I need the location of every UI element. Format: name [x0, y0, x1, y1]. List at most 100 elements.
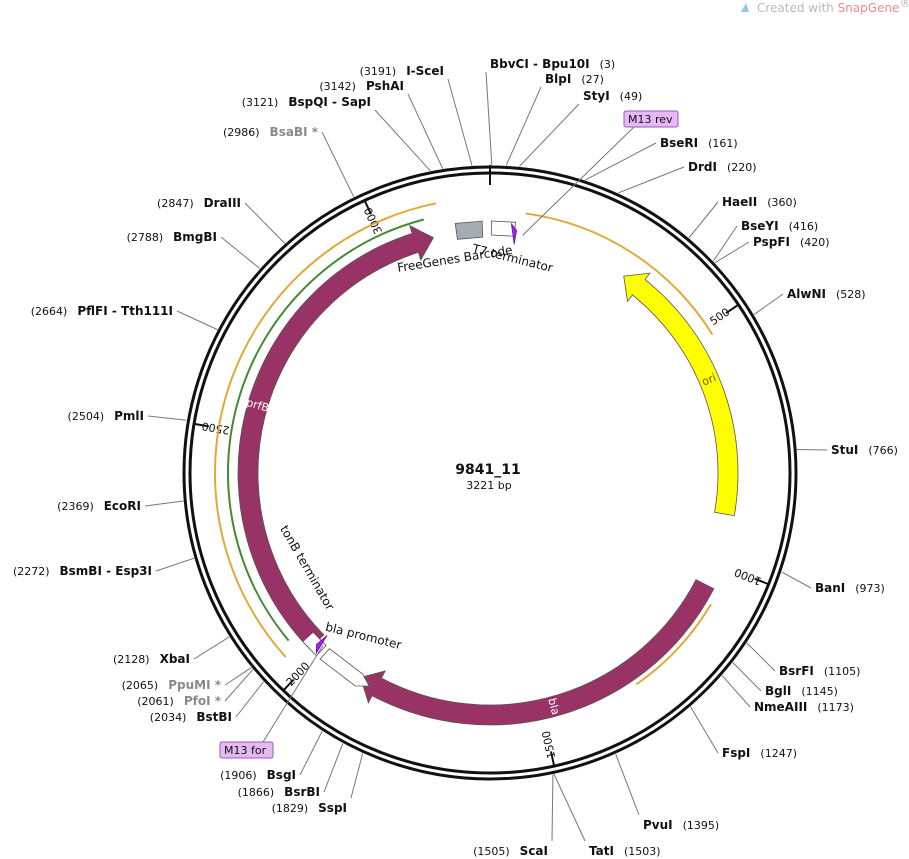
enzyme-name: NmeAIII	[754, 700, 807, 714]
enzyme-label-styi: StyI(49)	[583, 89, 642, 103]
enzyme-site-bmgbi[interactable]: (2788)BmgBI	[127, 230, 217, 244]
enzyme-labels: BbvCI - Bpu10I(3)BlpI(27) StyI(49) BseRI (1…	[13, 57, 898, 858]
enzyme-site-pfoi[interactable]: (2061)PfoI *	[137, 694, 221, 708]
primer-site-marker	[315, 635, 328, 655]
enzyme-site-pshai[interactable]: (3142)PshAI	[319, 79, 404, 93]
leader-line-sspi	[350, 753, 364, 799]
primer-label: M13 rev	[628, 113, 673, 126]
enzyme-label-bsrfi: BsrFI(1105)	[779, 664, 860, 678]
enzyme-label-bsgi: (1906)BsgI	[220, 768, 296, 782]
enzyme-name: BspQI - SapI	[288, 95, 371, 109]
enzyme-position: (1173)	[817, 701, 854, 714]
enzyme-site-bsgi[interactable]: (1906)BsgI	[220, 768, 296, 782]
svg-text:Created with SnapGene®: Created with SnapGene®	[757, 0, 909, 15]
enzyme-name: PpuMI *	[168, 678, 222, 692]
enzyme-site-haeii[interactable]: HaeII(360)	[722, 195, 797, 209]
enzyme-site-blpi[interactable]: BlpI(27)	[545, 72, 604, 86]
enzyme-site-bseyi[interactable]: BseYI(416)	[741, 219, 818, 233]
enzyme-site-bstbi[interactable]: (2034)BstBI	[150, 710, 232, 724]
enzyme-position: (1247)	[760, 747, 797, 760]
feature-label-prfb: prfB	[245, 396, 271, 415]
enzyme-name: BsmBI - Esp3I	[60, 564, 152, 578]
orf-line-0	[214, 202, 437, 658]
leader-line-haeii	[688, 201, 719, 239]
enzyme-site-scai[interactable]: (1505) ScaI	[473, 844, 548, 858]
enzyme-label-drdi: DrdI(220)	[688, 160, 757, 174]
enzyme-site-alwni[interactable]: AlwNI(528)	[787, 287, 866, 301]
enzyme-site-bsrbi[interactable]: (1866)BsrBI	[238, 785, 320, 799]
leader-line-pshai	[407, 93, 444, 169]
enzyme-site-sspi[interactable]: (1829)SspI	[272, 801, 347, 815]
enzyme-label-bseri: BseRI (161)	[660, 136, 738, 150]
enzyme-site-bsrfi[interactable]: BsrFI(1105)	[779, 664, 860, 678]
enzyme-label-bmgbi: (2788)BmgBI	[127, 230, 217, 244]
enzyme-site-fspi[interactable]: FspI(1247)	[722, 746, 797, 760]
primer-m13-rev[interactable]: M13 rev	[522, 110, 679, 236]
leader-line-ppumi	[224, 667, 252, 686]
primer-m13-for[interactable]: M13 for	[219, 645, 324, 759]
enzyme-site-tati[interactable]: TatI(1503)	[589, 844, 661, 858]
enzyme-label-pspfi: PspFI(420)	[753, 235, 830, 249]
enzyme-site-drdi[interactable]: DrdI(220)	[688, 160, 757, 174]
enzyme-position: (2065)	[122, 679, 159, 692]
tick-label-500: 500	[708, 305, 733, 328]
enzyme-site-ppumi[interactable]: (2065) PpuMI *	[122, 678, 222, 692]
leader-line-pmli	[147, 415, 187, 421]
enzyme-position: (27)	[581, 73, 604, 86]
feature-shape-prfb	[237, 224, 434, 650]
enzyme-name: XbaI	[160, 652, 190, 666]
enzyme-site-bgli[interactable]: BglI(1145)	[765, 684, 838, 698]
enzyme-name: SspI	[318, 801, 347, 815]
enzyme-label-ppumi: (2065) PpuMI *	[122, 678, 222, 692]
enzyme-site-bseri[interactable]: BseRI (161)	[660, 136, 738, 150]
enzyme-site-xbai[interactable]: (2128) XbaI	[113, 652, 190, 666]
enzyme-position: (1505)	[473, 845, 510, 858]
enzyme-position: (2128)	[113, 653, 150, 666]
enzyme-site-draiii[interactable]: (2847)DraIII	[157, 196, 241, 210]
feature-bla-promoter[interactable]: bla promoter	[319, 620, 403, 687]
enzyme-label-bsabi: (2986)BsaBI *	[223, 125, 319, 139]
primer-box	[623, 110, 679, 128]
enzyme-site-pvui[interactable]: PvuI(1395)	[643, 818, 719, 832]
enzyme-label-blpi: BlpI(27)	[545, 72, 604, 86]
enzyme-site-pmli[interactable]: (2504)PmlI	[68, 409, 144, 423]
leader-line-nmeaiii	[721, 675, 751, 708]
leader-line-xbai	[193, 636, 230, 660]
leader-line-drdi	[617, 166, 685, 194]
enzyme-position: (2272)	[13, 565, 50, 578]
leader-line-alwni	[753, 293, 784, 315]
feature-prfb[interactable]: prfB	[237, 224, 434, 650]
enzyme-site-bsabi[interactable]: (2986)BsaBI *	[223, 125, 319, 139]
enzyme-label-sspi: (1829)SspI	[272, 801, 347, 815]
enzyme-position: (1105)	[824, 665, 861, 678]
tick-mark-500	[725, 303, 739, 314]
enzyme-label-i-scei: (3191)I-SceI	[360, 64, 444, 78]
enzyme-position: (3121)	[242, 96, 279, 109]
snapgene-credit: Created with SnapGene®	[741, 0, 909, 15]
enzyme-name: StuI	[831, 443, 858, 457]
enzyme-site-bspqi[interactable]: (3121) BspQI - SapI	[242, 95, 371, 109]
enzyme-site-bbvci[interactable]: BbvCI - Bpu10I(3)	[490, 57, 615, 71]
enzyme-name: ScaI	[520, 844, 548, 858]
enzyme-site-pflfi[interactable]: (2664)PflFI - Tth111I	[31, 304, 173, 318]
enzyme-leader-lines	[144, 71, 828, 842]
tick-label-1500: 1500	[540, 730, 559, 760]
enzyme-site-ecori[interactable]: (2369)EcoRI	[57, 499, 141, 513]
enzyme-position: (161)	[708, 137, 738, 150]
enzyme-site-stui[interactable]: StuI (766)	[831, 443, 898, 457]
enzyme-name: DraIII	[204, 196, 241, 210]
enzyme-label-haeii: HaeII(360)	[722, 195, 797, 209]
primer-leader	[522, 126, 635, 236]
enzyme-position: (416)	[789, 220, 819, 233]
enzyme-site-styi[interactable]: StyI(49)	[583, 89, 642, 103]
tick-label-2500: 2500	[201, 419, 231, 436]
enzyme-site-i-scei[interactable]: (3191)I-SceI	[360, 64, 444, 78]
enzyme-site-bsmbi[interactable]: (2272) BsmBI - Esp3I	[13, 564, 152, 578]
enzyme-name: BseRI	[660, 136, 698, 150]
enzyme-site-pspfi[interactable]: PspFI(420)	[753, 235, 830, 249]
enzyme-position: (766)	[868, 444, 898, 457]
feature-bla[interactable]: bla	[359, 579, 715, 726]
enzyme-site-bani[interactable]: BanI(973)	[815, 581, 885, 595]
feature-ori[interactable]: ori	[623, 272, 739, 517]
enzyme-site-nmeaiii[interactable]: NmeAIII (1173)	[754, 700, 854, 714]
